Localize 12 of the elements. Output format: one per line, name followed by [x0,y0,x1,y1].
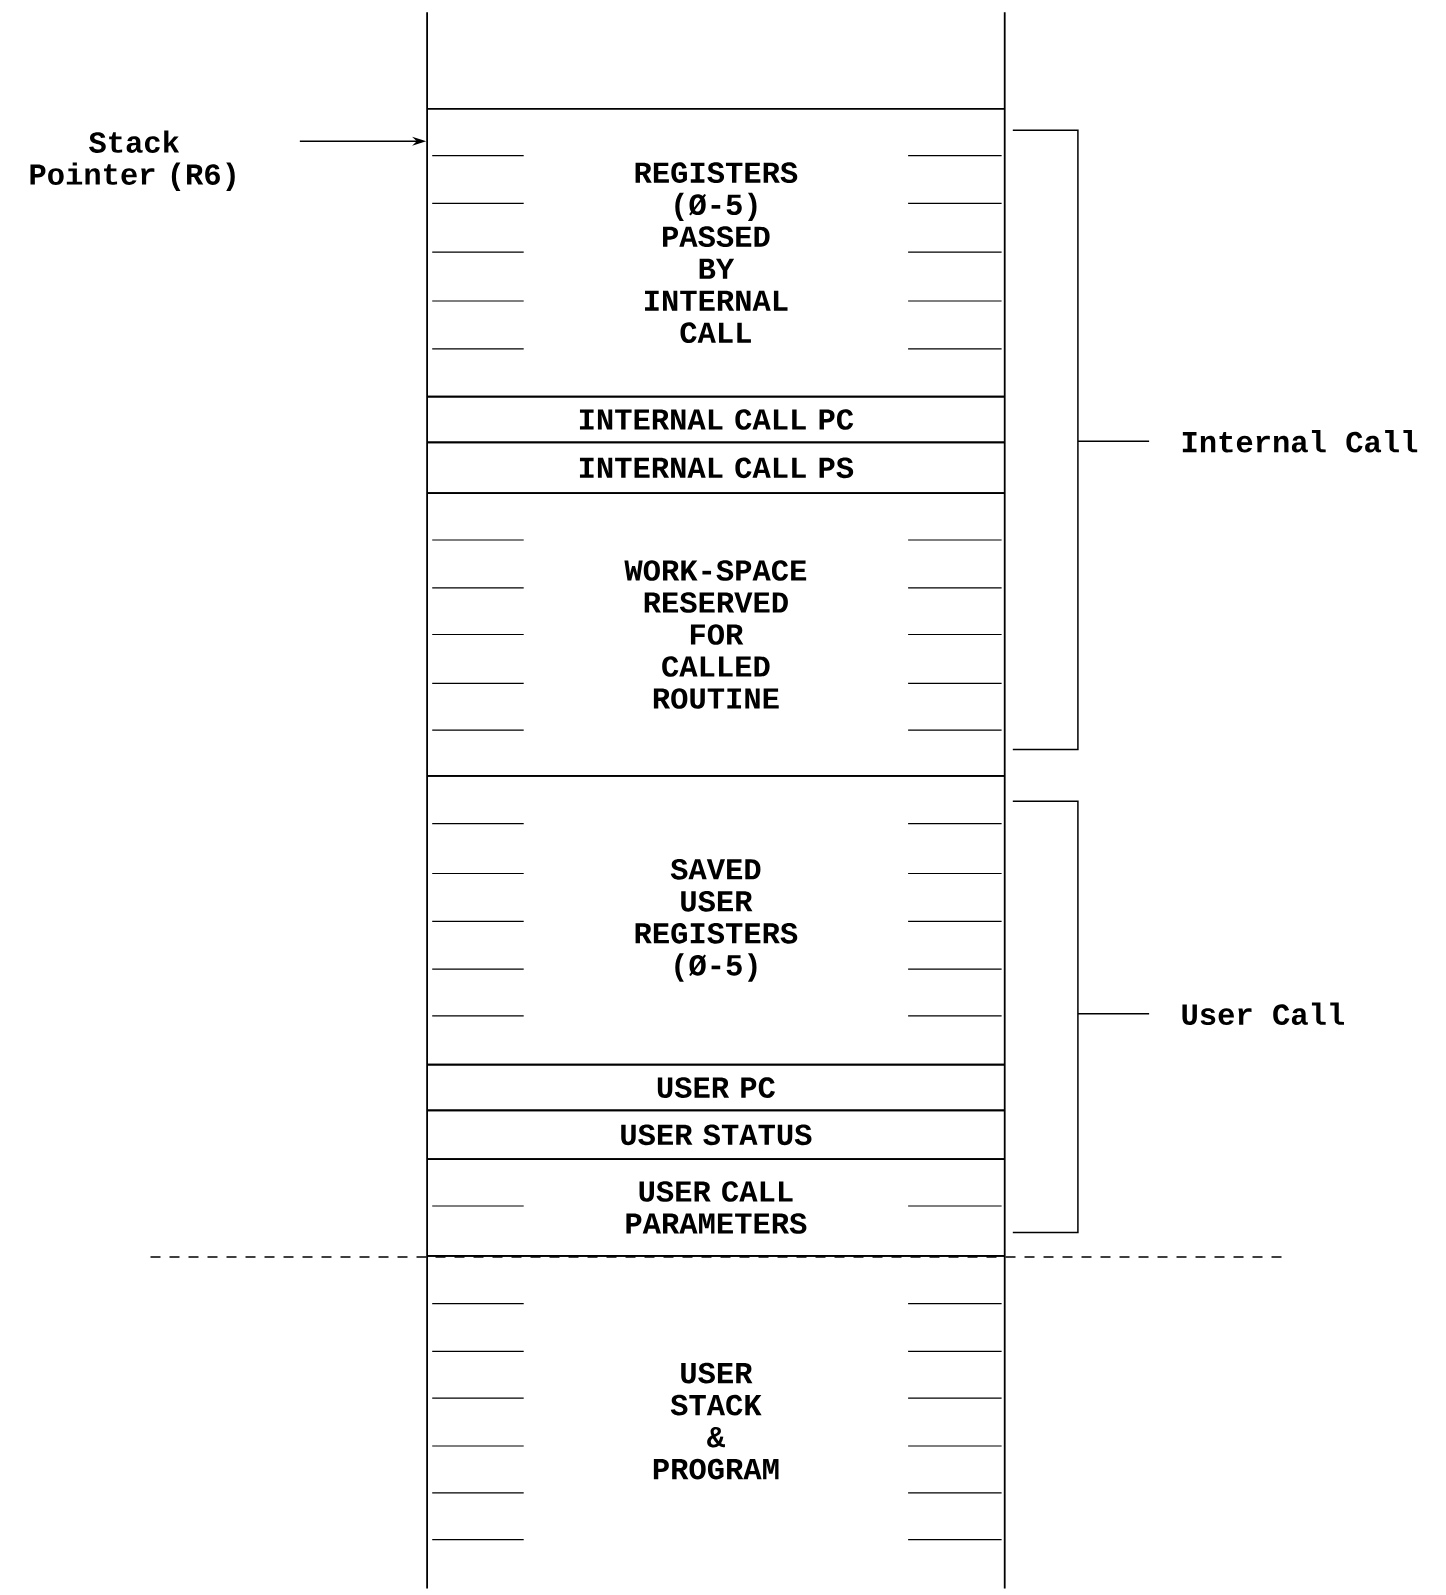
stack-block: SAVED USER REGISTERS (Ø-5) [426,775,1006,1066]
bracket-label: Internal Call [1182,430,1418,453]
bracket-label: User Call [1182,1002,1344,1025]
stack-block: REGISTERS (Ø-5) PASSED BY INTERNAL CALL [426,107,1006,398]
stack-block: USER STATUS [426,1124,1006,1161]
stack-block: INTERNAL CALL PS [426,457,1006,495]
stack-block: INTERNAL CALL PC [426,395,1006,444]
stack-block: USER STACK & PROGRAM [426,1254,1006,1541]
pointer-label: Stack Pointer (R6) [30,130,235,191]
stack-block: USER CALL PARAMETERS [426,1181,1006,1257]
stack-block: USER PC [426,1063,1006,1112]
stack-block: WORK-SPACE RESERVED FOR CALLED ROUTINE [426,539,1006,777]
